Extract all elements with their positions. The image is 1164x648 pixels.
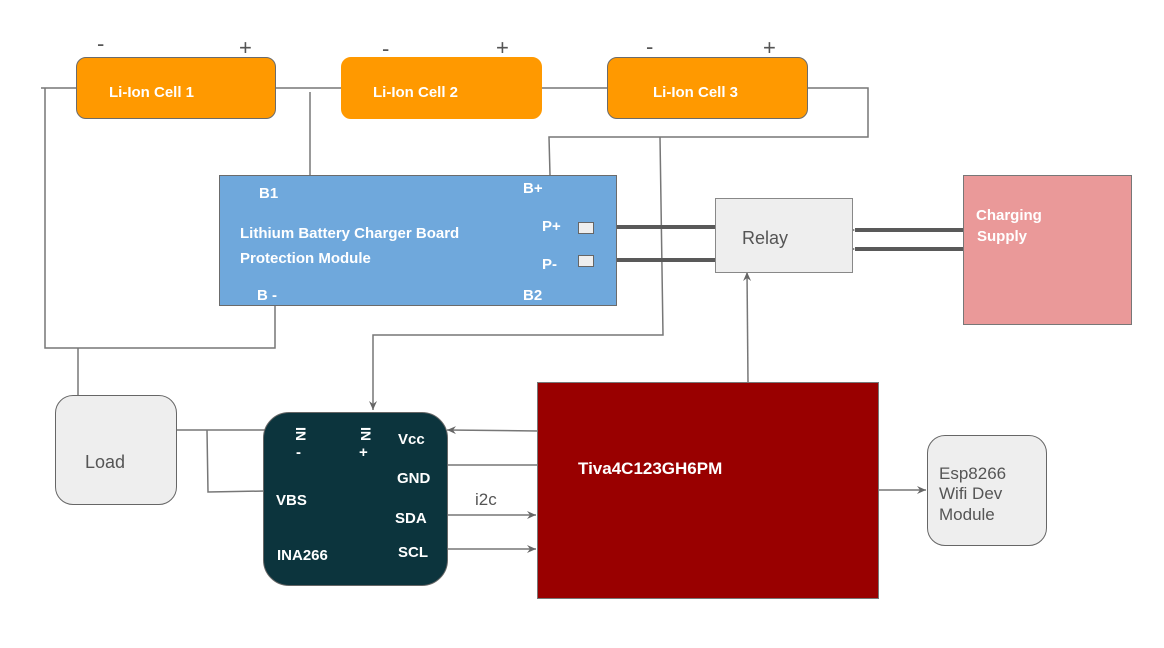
cell-1-label: Li-Ion Cell 1 — [109, 84, 195, 101]
charging-supply-block[interactable]: Charging Supply — [963, 175, 1132, 325]
bms-title-line1: Lithium Battery Charger Board — [240, 225, 460, 242]
cell-3-positive-sign: + — [763, 35, 776, 60]
pin-b2-label: B2 — [523, 287, 543, 304]
relay-block[interactable]: Relay — [715, 198, 853, 273]
supply-label-line2: Supply — [977, 228, 1028, 245]
pin-sda-label: SDA — [395, 510, 427, 527]
supply-label-line1: Charging — [976, 207, 1042, 224]
esp-label-line3: Module — [939, 505, 995, 524]
pminus-terminal — [578, 255, 594, 267]
cell-2-label: Li-Ion Cell 2 — [373, 84, 459, 101]
cell-2-positive-sign: + — [496, 35, 509, 60]
esp8266-wifi-module[interactable]: Esp8266 Wifi Dev Module — [927, 435, 1047, 546]
wire-vbs — [206, 429, 266, 493]
load-block[interactable]: Load — [55, 395, 177, 505]
li-ion-cell-2[interactable]: Li-Ion Cell 2 — [341, 57, 542, 119]
cell-1-positive-sign: + — [239, 35, 252, 60]
pplus-terminal — [578, 222, 594, 234]
cell-3-negative-sign: - — [646, 34, 654, 59]
esp-label-line1: Esp8266 — [939, 464, 1007, 483]
pin-pplus-label: P+ — [542, 218, 561, 235]
pin-gnd-label: GND — [397, 470, 431, 487]
pin-bplus-label: B+ — [523, 180, 543, 197]
battery-protection-module[interactable]: B1 B+ Lithium Battery Charger Board Prot… — [219, 175, 617, 306]
pin-pminus-label: P- — [542, 256, 557, 273]
wire-mcu-relay — [743, 271, 752, 383]
mcu-label: Tiva4C123GH6PM — [578, 459, 723, 478]
ina-chip-name: INA266 — [277, 547, 328, 564]
pin-vbs-label: VBS — [276, 492, 307, 509]
relay-label: Relay — [742, 228, 789, 248]
pin-vcc-label: Vcc — [398, 431, 425, 448]
pin-in-minus-sign: - — [296, 444, 301, 461]
li-ion-cell-3[interactable]: Li-Ion Cell 3 — [607, 57, 808, 119]
load-label: Load — [85, 452, 126, 472]
pin-in-plus-label: IN — [358, 427, 374, 441]
cell-2-negative-sign: - — [382, 36, 390, 61]
li-ion-cell-1[interactable]: Li-Ion Cell 1 — [76, 57, 276, 119]
esp-label-line2: Wifi Dev — [939, 484, 1003, 503]
ina266-current-sensor[interactable]: IN - IN + Vcc GND VBS SDA SCL INA266 — [263, 412, 448, 586]
pin-in-minus-label: IN — [293, 427, 309, 441]
cell-1-negative-sign: - — [97, 31, 105, 56]
wire-mcu-vcc — [446, 426, 539, 435]
bms-title-line2: Protection Module — [240, 250, 371, 267]
tiva-microcontroller[interactable]: Tiva4C123GH6PM — [537, 382, 879, 599]
i2c-bus-label: i2c — [475, 490, 497, 509]
pin-bminus-label: B - — [257, 287, 277, 304]
pin-b1-label: B1 — [259, 185, 279, 202]
pin-scl-label: SCL — [398, 544, 428, 561]
pin-in-plus-sign: + — [359, 444, 368, 461]
cell-3-label: Li-Ion Cell 3 — [653, 84, 739, 101]
